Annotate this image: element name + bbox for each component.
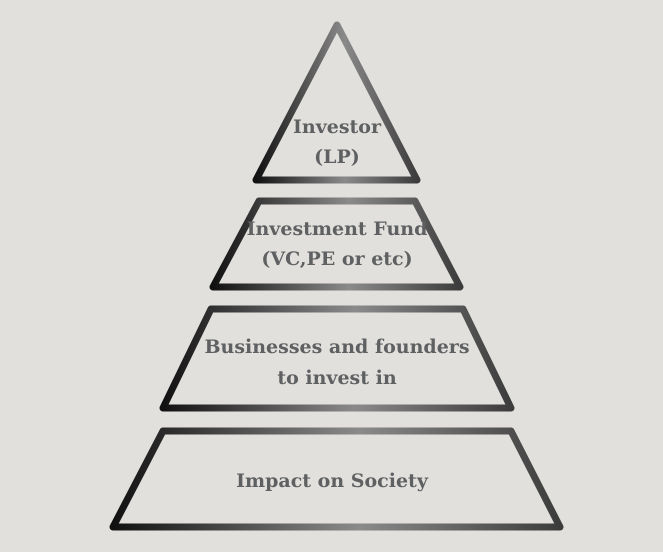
pyramid-tier-investor: Investor (LP)	[252, 21, 421, 184]
tier-label-impact-line-1: Impact on Society	[236, 470, 429, 492]
tier-outline-businesses	[159, 305, 515, 412]
tier-label-investment-fund-line-2: (VC,PE or etc)	[261, 248, 412, 270]
tier-label-investment-fund-line-1: Investment Fund	[247, 218, 428, 240]
tier-label-investor-line-1: Investor	[293, 116, 382, 138]
pyramid-tier-investment-fund: Investment Fund (VC,PE or etc)	[209, 197, 464, 291]
tier-label-businesses-line-1: Businesses and founders	[204, 336, 469, 358]
pyramid-tier-businesses: Businesses and founders to invest in	[159, 305, 515, 412]
tier-outline-investor	[252, 21, 421, 184]
tier-outline-investment-fund	[209, 197, 464, 291]
tier-label-businesses-line-2: to invest in	[277, 367, 397, 389]
pyramid-tier-impact: Impact on Society	[109, 427, 564, 531]
tier-outline-impact	[109, 427, 564, 531]
tier-label-investor-line-2: (LP)	[314, 146, 360, 168]
